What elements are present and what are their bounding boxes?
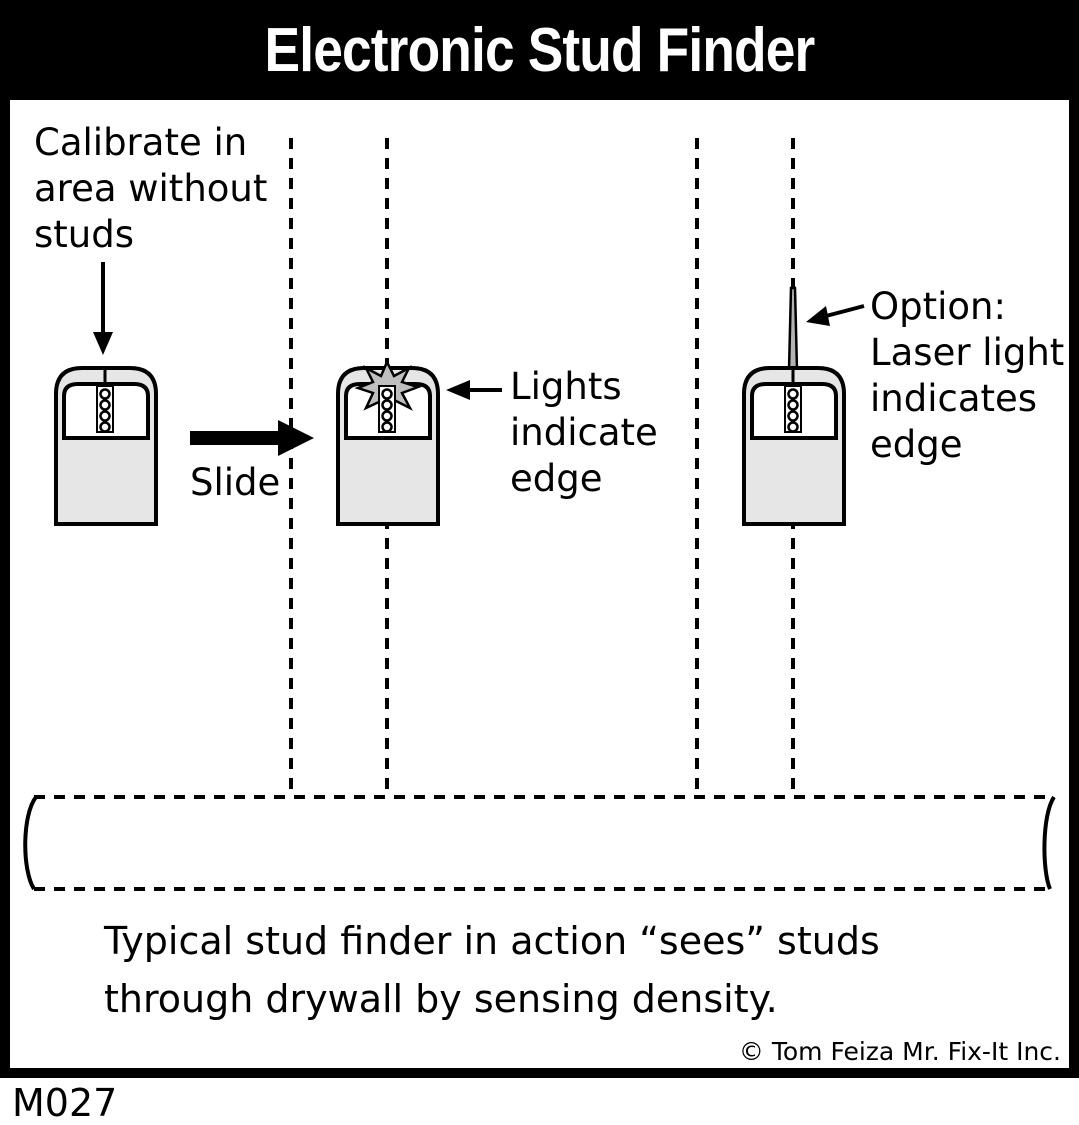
caption: Typical stud finder in action “sees” stu… — [104, 919, 880, 1021]
diagram-panel — [10, 100, 1069, 1068]
arrow-lights-left-icon — [446, 380, 502, 400]
drywall-break-left — [23, 795, 38, 891]
stud-finder-device-calibrate — [54, 366, 158, 526]
arrow-slide-right-icon — [190, 420, 314, 456]
laser-beam-icon — [787, 286, 799, 372]
laser-label: Option: Laser light indicates edge — [870, 285, 1065, 466]
stud-finder-device-laser — [742, 286, 846, 526]
stud-finder-device-lights — [336, 359, 440, 526]
lights-label: Lights indicate edge — [510, 365, 658, 500]
copyright: © Tom Feiza Mr. Fix-It Inc. — [738, 1037, 1061, 1066]
slide-label: Slide — [190, 461, 281, 504]
arrow-laser-left-icon — [806, 304, 865, 326]
diagram-frame: Electronic Stud Finder — [0, 0, 1079, 1078]
calibrate-label: Calibrate in area without studs — [34, 121, 268, 256]
diagram-title: Electronic Stud Finder — [264, 15, 816, 85]
drywall-section — [23, 795, 1056, 891]
figure-code: M027 — [12, 1081, 118, 1125]
arrow-calibrate-down-icon — [93, 262, 113, 355]
drywall-break-right — [1042, 795, 1056, 890]
